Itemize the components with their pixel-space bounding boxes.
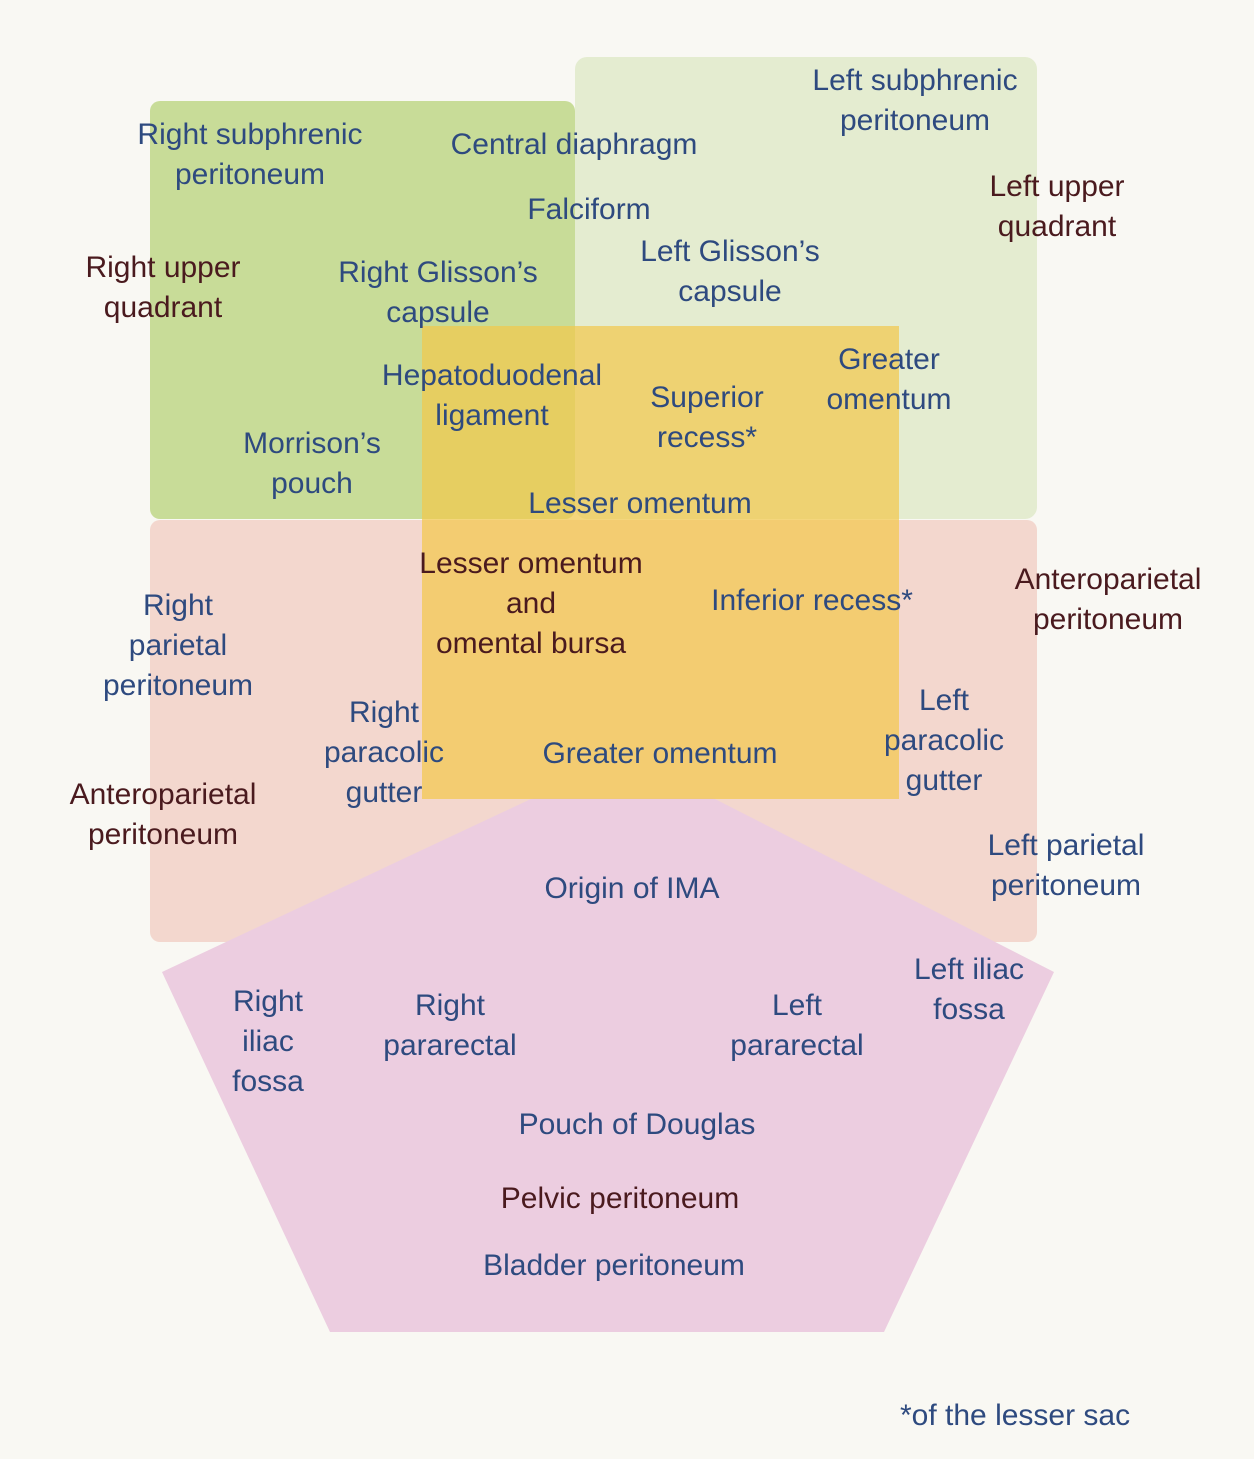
label-left-iliac-fossa: Left iliac fossa	[913, 953, 1025, 1026]
label-falciform: Falciform	[527, 193, 651, 226]
label-bladder-peritoneum: Bladder peritoneum	[483, 1249, 745, 1282]
label-left-upper-quadrant: Left upper quadrant	[989, 170, 1125, 243]
label-superior-recess: Superior recess*	[650, 381, 764, 454]
label-pouch-of-douglas: Pouch of Douglas	[518, 1108, 756, 1141]
label-central-diaphragm: Central diaphragm	[450, 128, 698, 161]
label-right-upper-quadrant: Right upper quadrant	[85, 251, 241, 324]
label-left-parietal-peritoneum: Left parietal peritoneum	[987, 829, 1145, 902]
label-right-iliac-fossa: Right iliac fossa	[232, 985, 304, 1098]
label-left-subphrenic-peritoneum: Left subphrenic peritoneum	[812, 64, 1018, 137]
label-inferior-recess: Inferior recess*	[711, 584, 913, 617]
label-left-paracolic-gutter: Left paracolic gutter	[883, 684, 1005, 797]
label-lesser-omentum-and-omental-bursa: Lesser omentum and omental bursa	[419, 547, 643, 660]
label-origin-of-ima: Origin of IMA	[544, 872, 720, 905]
label-right-subphrenic-peritoneum: Right subphrenic peritoneum	[137, 118, 363, 191]
footnote-lesser-sac: *of the lesser sac	[900, 1399, 1131, 1432]
label-right-glissons-capsule: Right Glisson’s capsule	[338, 256, 538, 329]
label-right-paracolic-gutter: Right paracolic gutter	[323, 696, 445, 809]
label-pelvic-peritoneum: Pelvic peritoneum	[500, 1182, 740, 1215]
label-anteroparietal-peritoneum-right-side: Anteroparietal peritoneum	[1014, 563, 1202, 636]
region-pelvis	[162, 798, 1054, 1332]
label-morrisons-pouch: Morrison’s pouch	[243, 427, 381, 500]
label-hepatoduodenal-ligament: Hepatoduodenal ligament	[381, 359, 603, 432]
label-greater-omentum-lower: Greater omentum	[542, 737, 778, 770]
label-left-glissons-capsule: Left Glisson’s capsule	[640, 235, 820, 308]
label-right-parietal-peritoneum: Right parietal peritoneum	[102, 589, 254, 702]
label-right-pararectal: Right pararectal	[383, 989, 517, 1062]
label-left-pararectal: Left pararectal	[730, 989, 864, 1062]
label-greater-omentum-upper: Greater omentum	[826, 343, 952, 416]
label-anteroparietal-peritoneum-left-side: Anteroparietal peritoneum	[69, 778, 257, 851]
region-lesser-sac	[422, 326, 899, 799]
label-lesser-omentum: Lesser omentum	[528, 487, 752, 520]
